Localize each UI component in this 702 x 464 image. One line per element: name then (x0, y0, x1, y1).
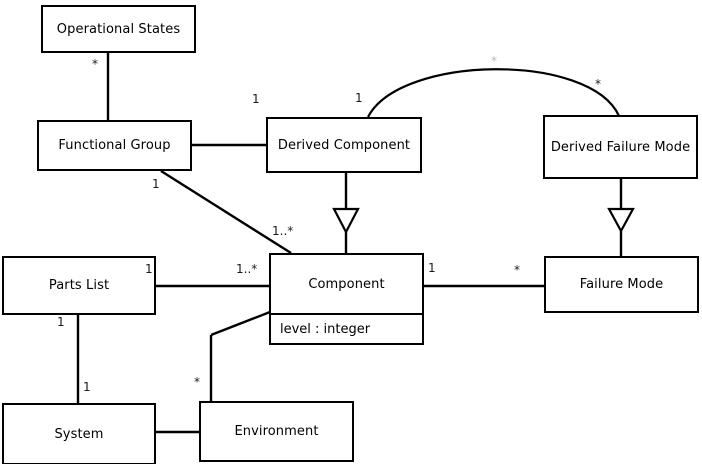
edge-functional-group-component (160, 169, 292, 255)
class-name-derived-component: Derived Component (277, 137, 411, 153)
class-name-derived-failure-mode: Derived Failure Mode (550, 139, 691, 155)
multiplicity-derived-component-arc: 1 (355, 91, 363, 105)
class-name-functional-group: Functional Group (58, 138, 171, 153)
class-attribute-component-level: level : integer (271, 313, 422, 343)
multiplicity-functional-group-component: 1 (152, 177, 160, 191)
multiplicity-parts-list-system: 1 (57, 315, 65, 329)
class-component[interactable]: Component level : integer (269, 253, 424, 345)
multiplicity-parts-list-component: 1 (145, 262, 153, 276)
class-system[interactable]: System (2, 403, 156, 464)
multiplicity-component-parts-list: 1..* (236, 262, 258, 276)
multiplicity-system-parts-list: 1 (83, 380, 91, 394)
class-name-failure-mode: Failure Mode (579, 277, 664, 292)
class-name-system: System (54, 426, 104, 442)
multiplicity-arc-derived-failure-mode: * (595, 77, 601, 91)
multiplicity-environment-component: * (194, 375, 200, 389)
class-name-component: Component (308, 276, 385, 292)
multiplicity-arc-apex: * (491, 54, 497, 68)
multiplicity-operational-states-functional-group: * (92, 57, 98, 71)
class-derived-component[interactable]: Derived Component (266, 117, 422, 173)
class-name-parts-list: Parts List (48, 278, 110, 293)
class-derived-failure-mode[interactable]: Derived Failure Mode (543, 115, 698, 179)
class-environment[interactable]: Environment (199, 401, 354, 462)
multiplicity-component-functional-group: 1..* (272, 224, 294, 238)
class-name-environment: Environment (234, 424, 319, 439)
class-operational-states[interactable]: Operational States (41, 5, 196, 53)
class-name-operational-states: Operational States (56, 21, 181, 37)
generalization-triangle-failure-mode (607, 207, 635, 234)
edge-derived-component-derived-failure-mode (367, 68, 621, 118)
multiplicity-functional-group-derived-component: 1 (252, 92, 260, 106)
edge-environment-component-diagonal (210, 310, 271, 337)
class-functional-group[interactable]: Functional Group (37, 120, 192, 171)
class-parts-list[interactable]: Parts List (2, 256, 156, 315)
multiplicity-component-failure-mode: 1 (428, 261, 436, 275)
class-failure-mode[interactable]: Failure Mode (544, 256, 699, 313)
multiplicity-failure-mode-component: * (514, 263, 520, 277)
generalization-triangle-component (332, 207, 360, 235)
